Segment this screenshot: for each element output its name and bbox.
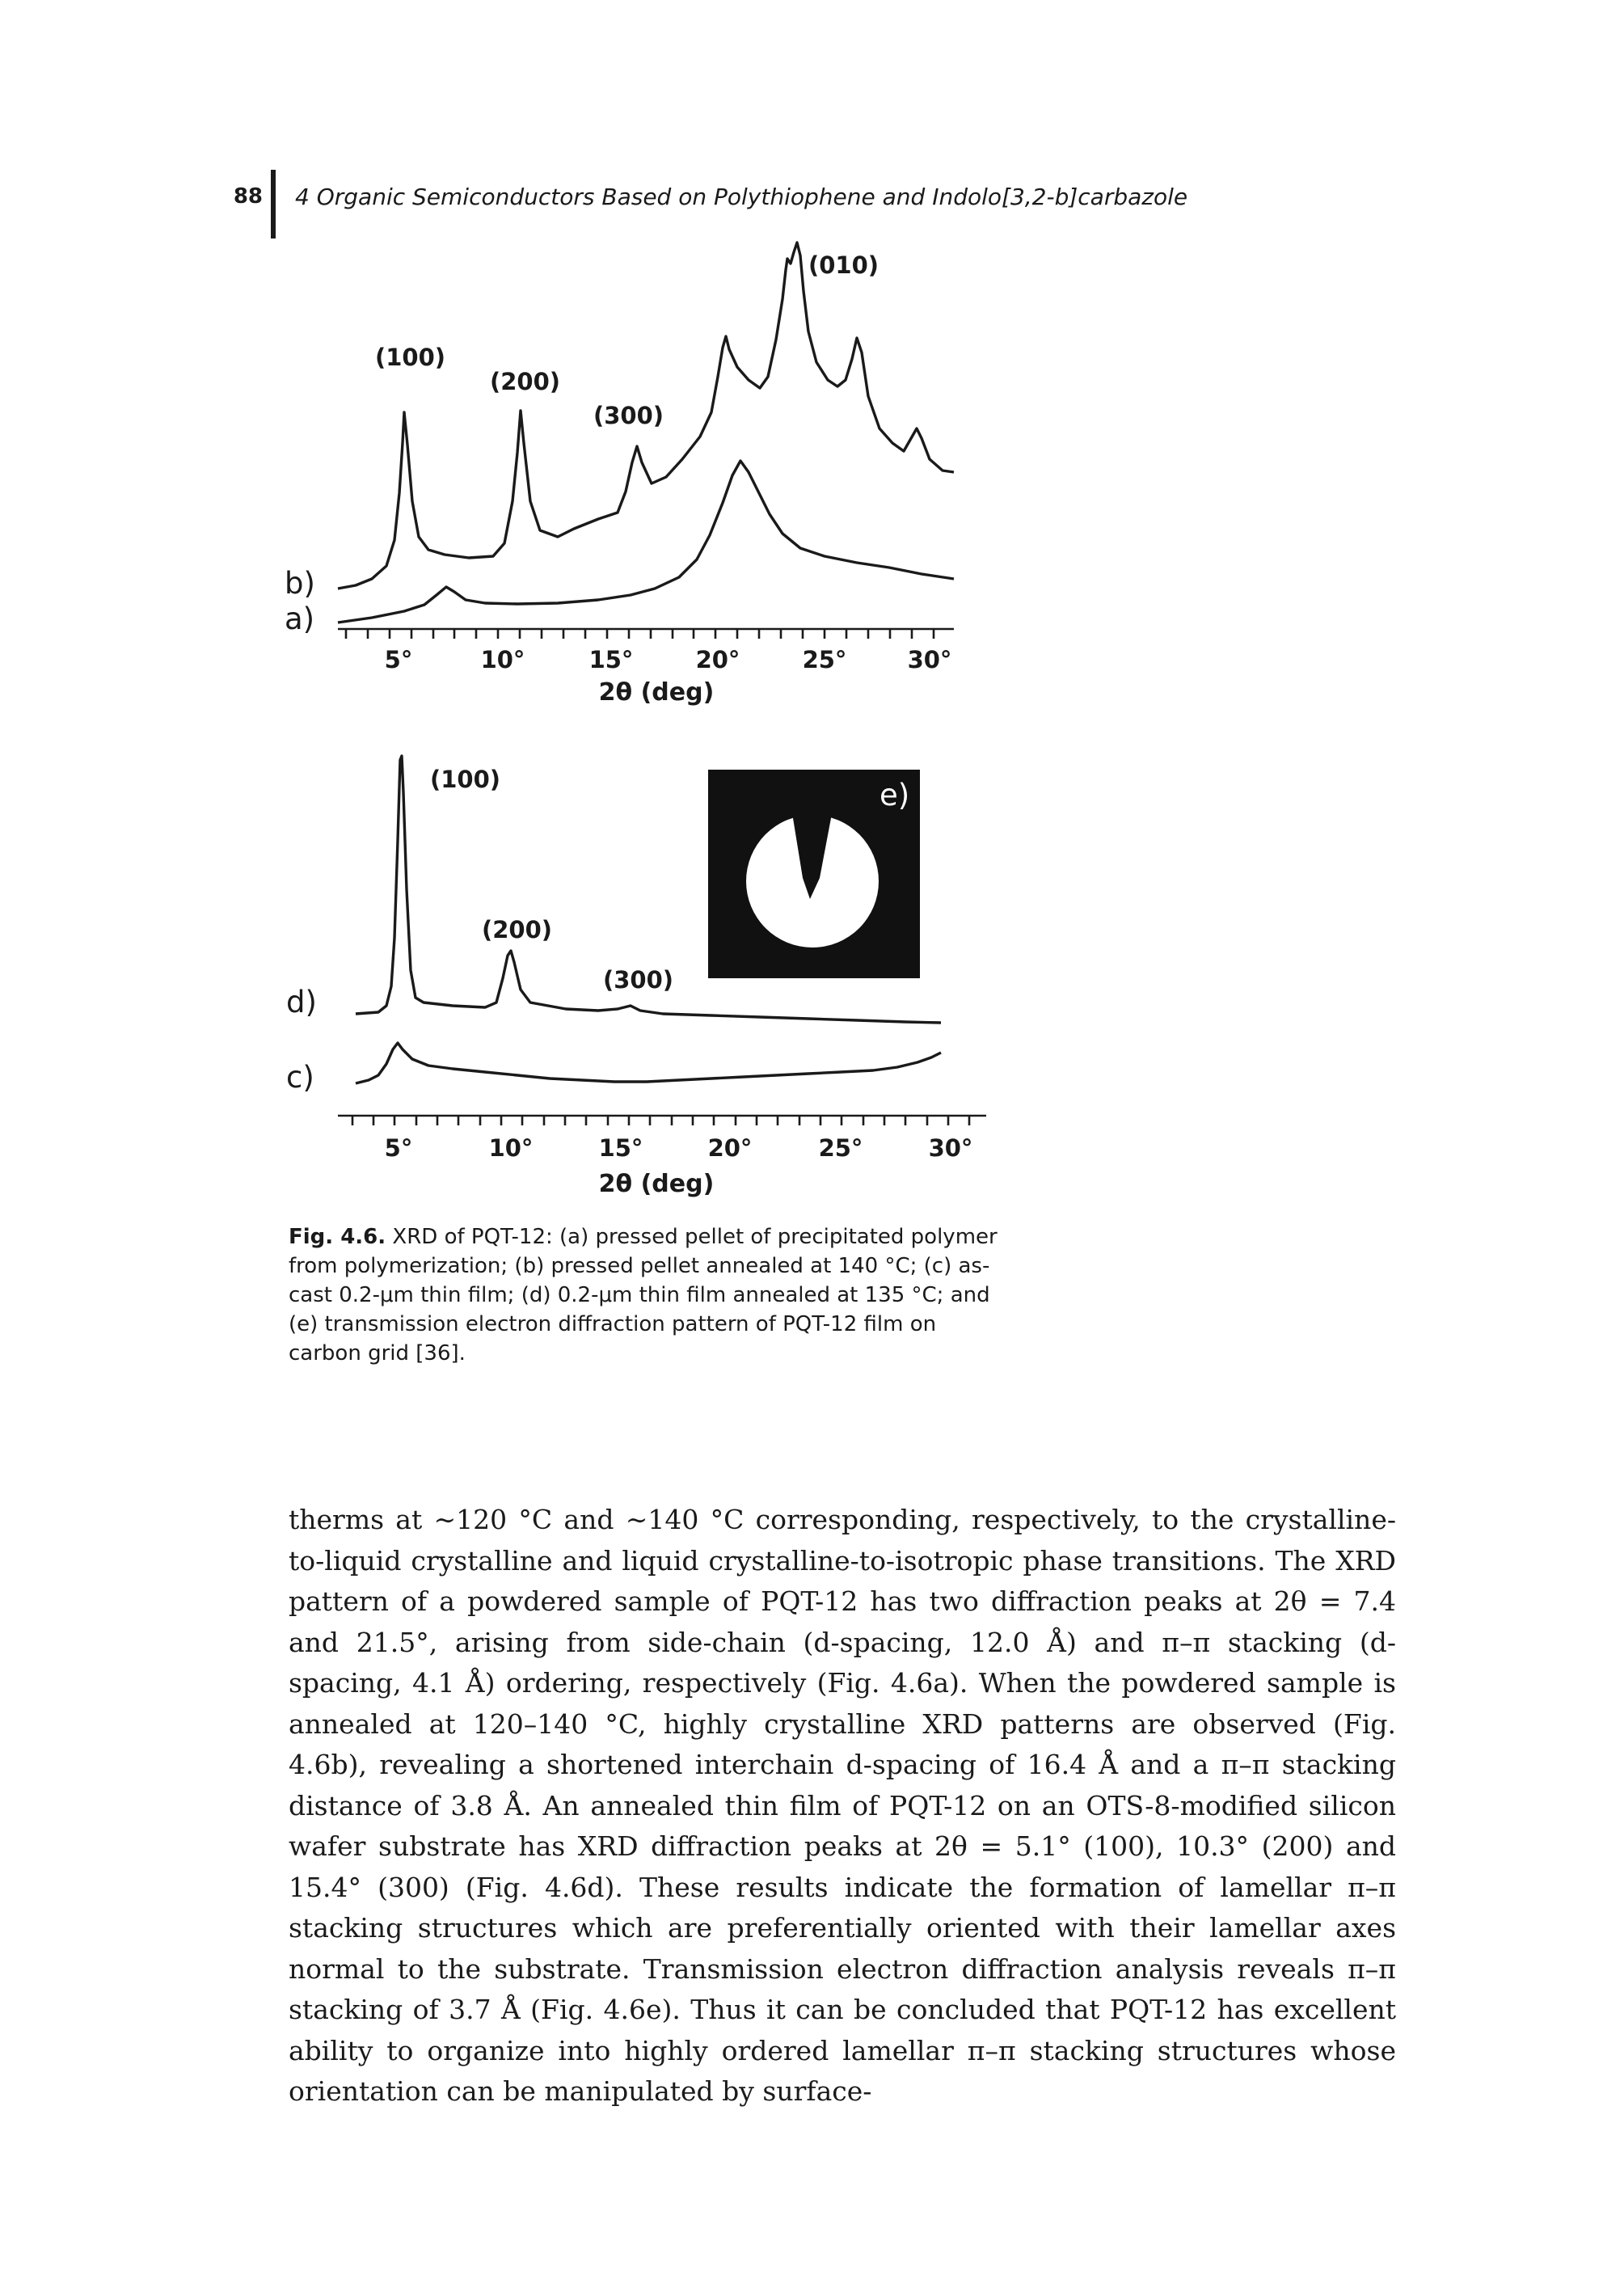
trace-c bbox=[355, 1041, 942, 1085]
diffraction-inset-e: e) bbox=[708, 770, 920, 978]
x-tick-label-top-15: 15° bbox=[589, 646, 634, 673]
xrd-plot-top: 5° 10° 15° 20° 25° 30° 2θ (deg) b) a) (1… bbox=[285, 241, 955, 707]
peak-label-300-top: (300) bbox=[593, 402, 664, 429]
x-tick-label-bottom-10: 10° bbox=[489, 1134, 534, 1162]
trace-label-a: a) bbox=[285, 601, 314, 636]
peak-label-200-bottom: (200) bbox=[482, 916, 552, 943]
x-axis-ticks-bottom bbox=[351, 1116, 971, 1125]
trace-label-d: d) bbox=[286, 985, 317, 1019]
trace-label-c: c) bbox=[286, 1060, 314, 1095]
inset-label-e: e) bbox=[879, 778, 909, 813]
figure-caption: Fig. 4.6. XRD of PQT-12: (a) pressed pel… bbox=[289, 1222, 1000, 1368]
chapter-title: 4 Organic Semiconductors Based on Polyth… bbox=[295, 184, 1188, 210]
peak-label-100-bottom: (100) bbox=[430, 766, 500, 793]
body-paragraph: therms at ∼120 °C and ∼140 °C correspond… bbox=[289, 1504, 1396, 2107]
x-axis-title-top: 2θ (deg) bbox=[599, 678, 715, 707]
caption-text: XRD of PQT-12: (a) pressed pellet of pre… bbox=[289, 1225, 998, 1365]
x-tick-label-bottom-30: 30° bbox=[929, 1134, 973, 1162]
x-tick-label-top-30: 30° bbox=[908, 646, 952, 673]
x-tick-label-top-10: 10° bbox=[481, 646, 525, 673]
x-tick-label-bottom-5: 5° bbox=[385, 1134, 413, 1162]
running-head-rule bbox=[271, 170, 276, 238]
peak-label-200-top: (200) bbox=[490, 368, 560, 395]
x-tick-label-top-25: 25° bbox=[803, 646, 847, 673]
figure-4-6: 5° 10° 15° 20° 25° 30° 2θ (deg) b) a) (1… bbox=[285, 241, 986, 1198]
peak-label-010-top: (010) bbox=[808, 251, 879, 279]
x-tick-label-bottom-15: 15° bbox=[599, 1134, 643, 1162]
x-tick-label-top-5: 5° bbox=[385, 646, 413, 673]
x-axis-title-bottom: 2θ (deg) bbox=[599, 1170, 715, 1198]
peak-label-100-top: (100) bbox=[375, 344, 445, 371]
x-tick-label-bottom-20: 20° bbox=[708, 1134, 753, 1162]
x-axis-ticks-top bbox=[344, 629, 935, 639]
running-head: 88 4 Organic Semiconductors Based on Pol… bbox=[230, 170, 1443, 238]
page-number: 88 bbox=[233, 184, 263, 209]
x-tick-label-bottom-25: 25° bbox=[819, 1134, 863, 1162]
trace-label-b: b) bbox=[285, 566, 315, 601]
x-tick-label-top-20: 20° bbox=[696, 646, 740, 673]
trace-a bbox=[337, 459, 955, 624]
peak-label-300-bottom: (300) bbox=[603, 966, 673, 994]
caption-label: Fig. 4.6. bbox=[289, 1225, 386, 1249]
xrd-plot-bottom: 5° 10° 15° 20° 25° 30° 2θ (deg) d) c) (1… bbox=[286, 754, 986, 1198]
trace-d bbox=[355, 754, 942, 1024]
trace-b bbox=[337, 241, 955, 590]
